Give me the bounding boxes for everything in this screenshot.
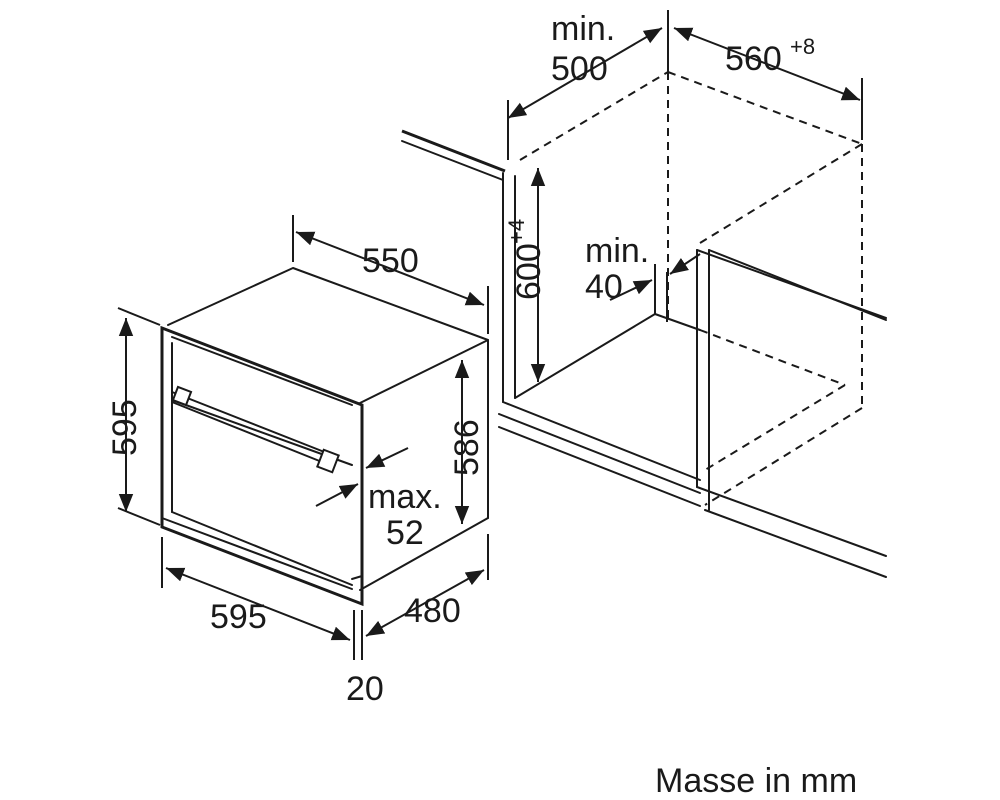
dimension-lines xyxy=(117,10,863,660)
appliance-height-label: 595 xyxy=(106,399,144,456)
niche-height-tolerance: +4 xyxy=(504,219,529,244)
appliance-body-depth-label: 480 xyxy=(404,592,461,630)
niche-width-value: 560 xyxy=(725,40,782,78)
appliance-body-height-label: 586 xyxy=(448,419,486,476)
gap-value: 40 xyxy=(585,268,623,306)
cabinet-niche xyxy=(401,71,887,578)
appliance-width-label: 595 xyxy=(210,598,267,636)
front-thickness-label: 20 xyxy=(346,670,384,708)
units-caption: Masse in mm xyxy=(655,762,857,800)
niche-depth-min-label: min. xyxy=(551,10,615,48)
gap-min-label: min. xyxy=(585,232,649,270)
oven-handle xyxy=(171,385,340,474)
handle-max-label: max. xyxy=(368,478,442,516)
oven-appliance xyxy=(160,267,489,607)
niche-depth-value: 500 xyxy=(551,50,608,88)
niche-width-tolerance: +8 xyxy=(790,34,815,59)
appliance-depth-label: 550 xyxy=(362,242,419,280)
handle-value: 52 xyxy=(386,514,424,552)
niche-height-value: 600 xyxy=(510,243,548,300)
